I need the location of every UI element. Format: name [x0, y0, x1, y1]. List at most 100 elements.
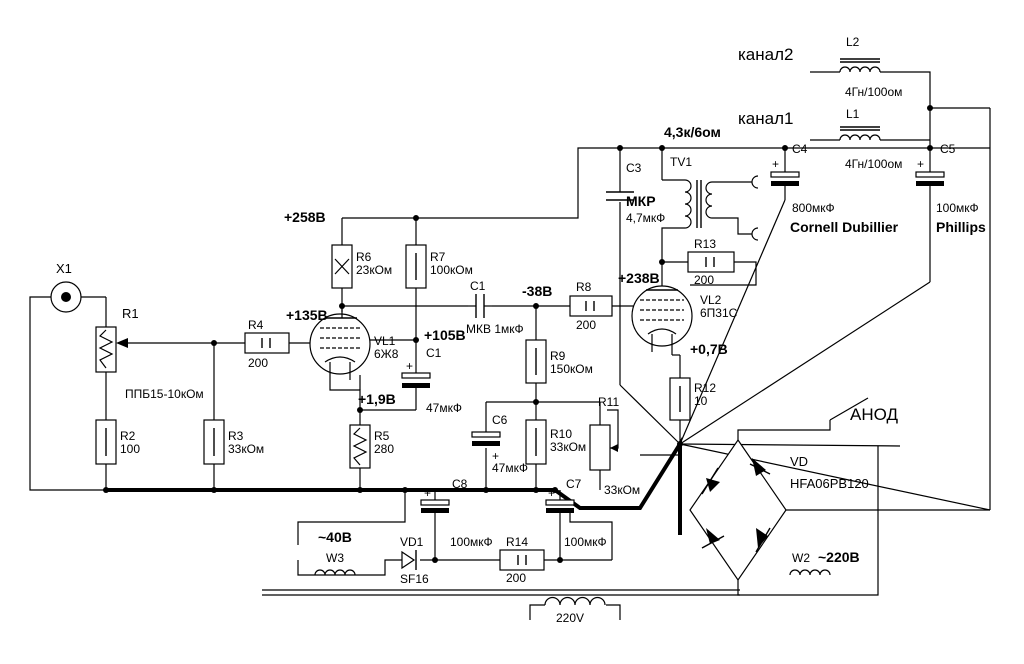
r12-label: R12 [694, 381, 716, 395]
r2-label: R2 [120, 429, 136, 443]
r3-resistor [203, 419, 225, 465]
r1-type-label: ППБ15-10кОм [125, 387, 204, 401]
x1-label: X1 [56, 261, 72, 276]
w2-voltage: ~220В [818, 549, 860, 565]
r10-resistor [525, 419, 547, 465]
c4-capacitor: + [770, 157, 800, 186]
l1-label: L1 [846, 107, 860, 121]
r7-value: 100кОм [430, 263, 473, 277]
svg-text:+: + [424, 486, 431, 500]
c4-label: C4 [792, 142, 808, 156]
voltage-1-9: +1,9В [358, 391, 396, 407]
r12-value: 10 [694, 394, 708, 408]
r13-label: R13 [694, 237, 716, 251]
c5-capacitor: + [915, 157, 945, 186]
r1-label: R1 [122, 306, 139, 321]
c3-type-label: МКР [626, 193, 656, 209]
c4-value: 800мкФ [792, 201, 835, 215]
vd1-diode [401, 550, 417, 570]
r8-label: R8 [576, 280, 592, 294]
c7-capacitor: + [545, 486, 575, 513]
svg-text:+: + [406, 359, 413, 373]
r5-value: 280 [374, 442, 394, 456]
r9-resistor [525, 339, 547, 384]
r8-value: 200 [576, 318, 596, 332]
r5-label: R5 [374, 429, 390, 443]
w3-winding [314, 569, 356, 576]
c8-capacitor: + [420, 486, 450, 513]
w2-label: W2 [792, 551, 810, 565]
vd-type-label: HFA06PB120 [790, 476, 869, 491]
vl1-type-label: 6Ж8 [374, 347, 399, 361]
vl2-type-label: 6П31С [700, 306, 738, 320]
r1-potentiometer [95, 326, 128, 373]
c7-value: 100мкФ [564, 535, 607, 549]
r4-label: R4 [248, 318, 264, 332]
r11-label: R11 [598, 395, 619, 409]
r6-resistor [331, 244, 353, 289]
c8-value: 100мкФ [450, 535, 493, 549]
r12-resistor [669, 377, 691, 421]
vd1-type-label: SF16 [400, 572, 429, 586]
c5-value: 100мкФ [936, 201, 979, 215]
labels: X1 R1 ППБ15-10кОм R2 100 R3 33кОм R4 200… [56, 35, 986, 625]
voltage-0-7: +0,7В [690, 341, 728, 357]
svg-text:+: + [548, 486, 555, 500]
c1-electrolytic-capacitor: + [401, 359, 431, 388]
channel2-label: канал2 [738, 45, 793, 64]
r3-value: 33кОм [228, 442, 264, 456]
c7-label: C7 [566, 477, 582, 491]
vl1-label: VL1 [374, 334, 396, 348]
r4-resistor [244, 332, 290, 354]
r3-label: R3 [228, 429, 244, 443]
r14-label: R14 [506, 535, 528, 549]
c6-capacitor: + [471, 431, 501, 463]
r10-value: 33кОм [550, 440, 586, 454]
r2-value: 100 [120, 442, 140, 456]
l2-label: L2 [846, 35, 860, 49]
r11-value: 33кОм [604, 483, 640, 497]
l1-choke [839, 126, 881, 141]
svg-text:+: + [917, 157, 924, 171]
tv1-transformer [684, 175, 759, 241]
mains-label: 220V [556, 611, 584, 625]
r14-resistor [499, 549, 545, 571]
junction-dots [103, 105, 933, 563]
tv1-label: TV1 [670, 155, 692, 169]
r13-value: 200 [694, 273, 714, 287]
r11-potentiometer [589, 424, 618, 471]
r4-value: 200 [248, 356, 268, 370]
c1b-value: 47мкФ [426, 401, 462, 415]
c6-label: C6 [492, 413, 508, 427]
voltage-258: +258В [284, 209, 326, 225]
vd-label: VD [790, 454, 808, 469]
c6-value: 47мкФ [492, 461, 528, 475]
c5-brand: Phillips [936, 219, 986, 235]
c5-label: C5 [940, 142, 956, 156]
r6-value: 23кОм [356, 263, 392, 277]
r7-resistor [405, 244, 427, 289]
r8-resistor [569, 295, 613, 317]
r9-label: R9 [550, 349, 566, 363]
svg-text:+: + [772, 157, 779, 171]
r13-resistor [687, 251, 735, 273]
l2-value: 4Гн/100ом [845, 85, 902, 99]
c3-value: 4,7мкФ [626, 211, 665, 225]
vl1-tube [309, 306, 371, 380]
svg-text:+: + [492, 449, 499, 463]
tv1-spec: 4,3к/6ом [664, 124, 721, 140]
x1-connector [50, 281, 82, 313]
channel1-label: канал1 [738, 109, 793, 128]
vd-diode-bridge [689, 397, 869, 582]
c3-capacitor [606, 191, 634, 201]
c1-coupling-capacitor [468, 294, 492, 318]
anod-label: АНОД [850, 405, 898, 424]
r5-resistor [349, 424, 371, 469]
vl2-tube [631, 285, 693, 356]
c8-label: C8 [452, 477, 468, 491]
voltage-238: +238В [618, 270, 660, 286]
w3-voltage: ~40В [318, 529, 352, 545]
c1-type-label: МКВ 1мкФ [466, 322, 524, 336]
vd1-label: VD1 [400, 535, 424, 549]
